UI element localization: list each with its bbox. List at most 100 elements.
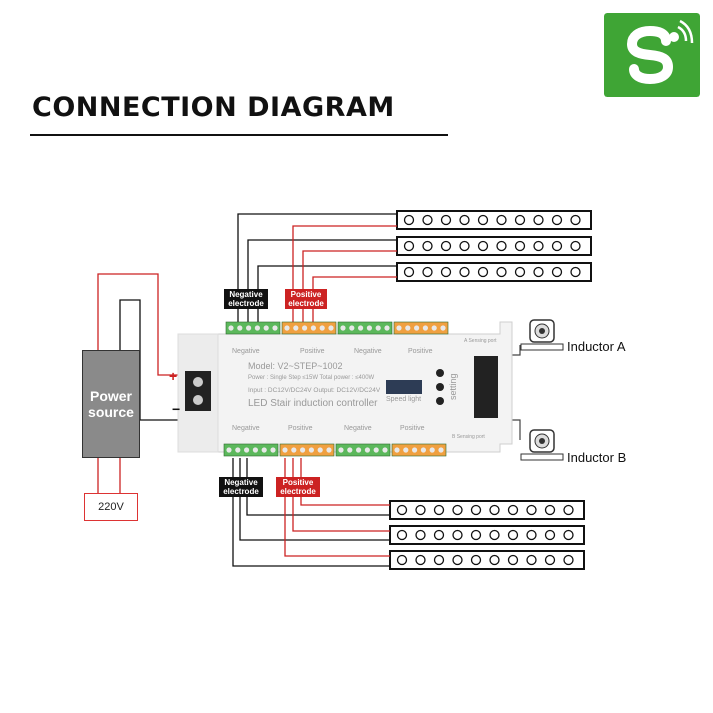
terminal-blocks-bottom [223, 443, 447, 457]
terminal-screw [226, 447, 232, 453]
terminal-screw [300, 447, 306, 453]
terminal-screw [282, 447, 288, 453]
led-dot [526, 529, 537, 541]
bottom-group-label-3: Negative [344, 425, 372, 432]
led-dot [396, 504, 408, 516]
inductor-b-sensor-icon [520, 429, 564, 461]
terminal-screw [228, 325, 234, 331]
led-dot [470, 554, 482, 566]
mains-220v-box: 220V [84, 493, 138, 521]
title-underline [30, 134, 448, 136]
led-dot [533, 266, 544, 278]
positive-electrode-tag-top: Positive electrode [285, 289, 327, 309]
power-source-box: Power source [82, 350, 140, 458]
led-dot [514, 240, 526, 252]
led-dot [470, 504, 482, 516]
terminal-screw [412, 447, 418, 453]
terminal-screw [237, 325, 243, 331]
terminal-screw [429, 447, 435, 453]
terminal-screw [319, 325, 325, 331]
terminal-screw [358, 325, 364, 331]
terminal-screw [422, 325, 428, 331]
terminal-screw [328, 325, 334, 331]
setting-label: setting [448, 373, 458, 400]
page-title: CONNECTION DIAGRAM [32, 92, 395, 123]
terminal-screw [308, 447, 314, 453]
terminal-screw [347, 447, 353, 453]
led-dot [459, 240, 470, 252]
terminal-screw [284, 325, 290, 331]
led-dot [452, 504, 463, 516]
terminal-screw [366, 325, 372, 331]
speed-light-label: Speed light [386, 396, 422, 403]
power-input-terminal: + − [169, 368, 211, 417]
terminal-screw [254, 325, 260, 331]
terminal-block [279, 443, 335, 457]
led-dot [533, 240, 544, 252]
a-sensing-port-label: A Sensing port [464, 338, 497, 344]
led-dot [433, 529, 445, 541]
led-dot [507, 554, 519, 566]
controller-io-spec: Input : DC12V/DC24V Output: DC12V/DC24V [248, 387, 381, 394]
terminal-screw [438, 447, 444, 453]
negative-wires-bottom [232, 458, 390, 567]
led-dot [489, 529, 500, 541]
led-dot [496, 214, 507, 226]
terminal-screw [440, 325, 446, 331]
led-dot [433, 504, 445, 516]
led-dot [452, 529, 463, 541]
led-dot [563, 554, 574, 566]
led-dot [570, 214, 581, 226]
led-dot [422, 214, 433, 226]
terminal-screw [414, 325, 420, 331]
led-dot [544, 554, 556, 566]
led-dot [570, 240, 581, 252]
bottom-group-label-4: Positive [400, 425, 425, 432]
led-dot [422, 240, 433, 252]
s-wireless-logo-icon [604, 13, 700, 97]
led-dot [514, 266, 526, 278]
led-dot [452, 554, 463, 566]
led-dot [477, 266, 489, 278]
terminal-block [393, 321, 449, 335]
led-dot [415, 529, 426, 541]
terminal-screw [317, 447, 323, 453]
terminal-screw [338, 447, 344, 453]
terminal-block [335, 443, 391, 457]
led-dot [459, 214, 470, 226]
power-plus-sign: + [169, 368, 177, 384]
inductor-a-sensor-icon [520, 319, 564, 351]
led-dot [496, 240, 507, 252]
terminal-screw [382, 447, 388, 453]
led-dot [440, 266, 452, 278]
led-dot [507, 504, 519, 516]
led-dot [459, 266, 470, 278]
terminal-screw [293, 325, 299, 331]
led-dot [415, 554, 426, 566]
led-dot [396, 529, 408, 541]
terminal-screw [375, 325, 381, 331]
power-wires [97, 273, 185, 493]
b-sensing-port-label: B Sensing port [452, 434, 485, 440]
led-dot [433, 554, 445, 566]
led-dot [551, 214, 563, 226]
terminal-screw [263, 325, 269, 331]
terminal-screw [373, 447, 379, 453]
led-dot [396, 554, 408, 566]
terminal-screw [326, 447, 332, 453]
terminal-block [337, 321, 393, 335]
negative-electrode-tag-bottom: Negative electrode [219, 477, 263, 497]
led-dot [470, 529, 482, 541]
led-dot [533, 214, 544, 226]
terminal-screw [403, 447, 409, 453]
terminal-screw [349, 325, 355, 331]
led-dot [403, 266, 415, 278]
terminal-screw [384, 325, 390, 331]
led-dot [526, 504, 537, 516]
led-dot [489, 554, 500, 566]
terminal-screw [431, 325, 437, 331]
terminal-screw [272, 325, 278, 331]
led-dot [403, 214, 415, 226]
led-dot [551, 266, 563, 278]
